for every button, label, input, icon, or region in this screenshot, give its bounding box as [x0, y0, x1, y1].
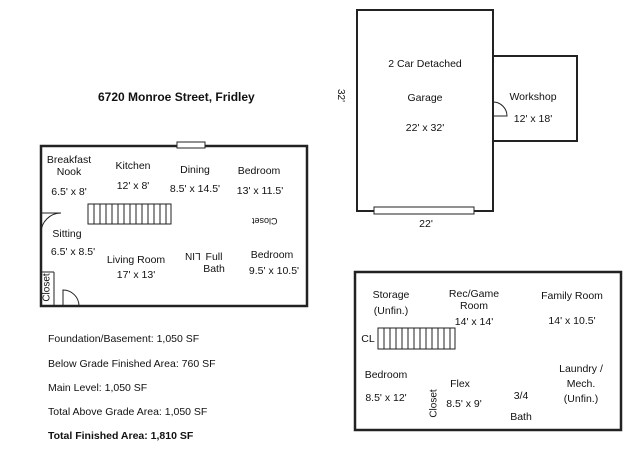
- room-living-room: Living Room: [106, 254, 166, 266]
- main-level-outline: [39, 144, 309, 308]
- room-storage-size: (Unfin.): [373, 305, 409, 317]
- room-living-room-size: 17' x 13': [116, 269, 156, 281]
- room-flex: Flex: [450, 378, 470, 390]
- summary-total-finished: Total Finished Area: 1,810 SF: [48, 430, 194, 442]
- garage-bottom-dimension: 22': [419, 218, 433, 230]
- closet-side: Closet: [41, 273, 53, 302]
- room-bedroom-1-size: 13' x 11.5': [236, 185, 284, 197]
- room-rec-game-size: 14' x 14': [454, 316, 494, 328]
- room-lower-bedroom-size: 8.5' x 12': [365, 392, 407, 404]
- side-door: [40, 212, 62, 234]
- lower-closet-cl: CL: [361, 333, 375, 345]
- room-breakfast-nook: Breakfast Nook: [46, 154, 92, 178]
- room-bedroom-2: Bedroom: [250, 249, 294, 261]
- room-kitchen: Kitchen: [115, 160, 151, 172]
- workshop-label: Workshop: [509, 91, 557, 103]
- workshop-door: [492, 101, 508, 117]
- room-full-bath: Full Bath: [203, 251, 225, 275]
- room-flex-size: 8.5' x 9': [446, 398, 482, 410]
- room-breakfast-nook-size: 6.5' x 8': [51, 186, 87, 198]
- garage-title: 2 Car Detached: [388, 58, 462, 70]
- main-window: [176, 141, 206, 149]
- room-sitting: Sitting: [52, 228, 82, 240]
- closet-upper: Closet: [252, 216, 278, 226]
- room-dining: Dining: [180, 164, 210, 176]
- workshop-outline: [492, 55, 578, 142]
- summary-below-grade: Below Grade Finished Area: 760 SF: [48, 358, 216, 370]
- room-lower-bedroom: Bedroom: [364, 369, 408, 381]
- room-sitting-size: 6.5' x 8.5': [50, 246, 96, 258]
- summary-main-level: Main Level: 1,050 SF: [48, 382, 148, 394]
- garage-side-dimension: 32': [335, 88, 347, 103]
- main-stairs: [87, 203, 172, 225]
- room-bedroom-2-size: 9.5' x 10.5': [248, 265, 300, 277]
- room-family-room: Family Room: [541, 290, 603, 302]
- room-rec-game: Rec/Game Room: [448, 288, 500, 312]
- room-laundry: Laundry / Mech. (Unfin.): [559, 363, 603, 405]
- summary-foundation: Foundation/Basement: 1,050 SF: [48, 333, 200, 345]
- room-storage: Storage: [372, 289, 410, 301]
- workshop-size: 12' x 18': [513, 113, 553, 125]
- garage-subtitle: Garage: [407, 92, 443, 104]
- room-bedroom-1: Bedroom: [237, 165, 281, 177]
- lower-stairs: [377, 327, 456, 350]
- lower-level-outline: [353, 270, 623, 432]
- garage-door: [373, 206, 475, 215]
- garage-outline: [356, 9, 494, 212]
- room-family-room-size: 14' x 10.5': [548, 315, 596, 327]
- entry-door: [62, 289, 80, 307]
- property-address: 6720 Monroe Street, Fridley: [98, 90, 255, 104]
- garage-size: 22' x 32': [405, 122, 445, 134]
- room-three-quarter-bath: 3/4 Bath: [510, 390, 532, 423]
- room-kitchen-size: 12' x 8': [116, 180, 150, 192]
- summary-above-grade: Total Above Grade Area: 1,050 SF: [48, 406, 208, 418]
- lower-closet: Closet: [428, 389, 440, 418]
- room-dining-size: 8.5' x 14.5': [169, 183, 221, 195]
